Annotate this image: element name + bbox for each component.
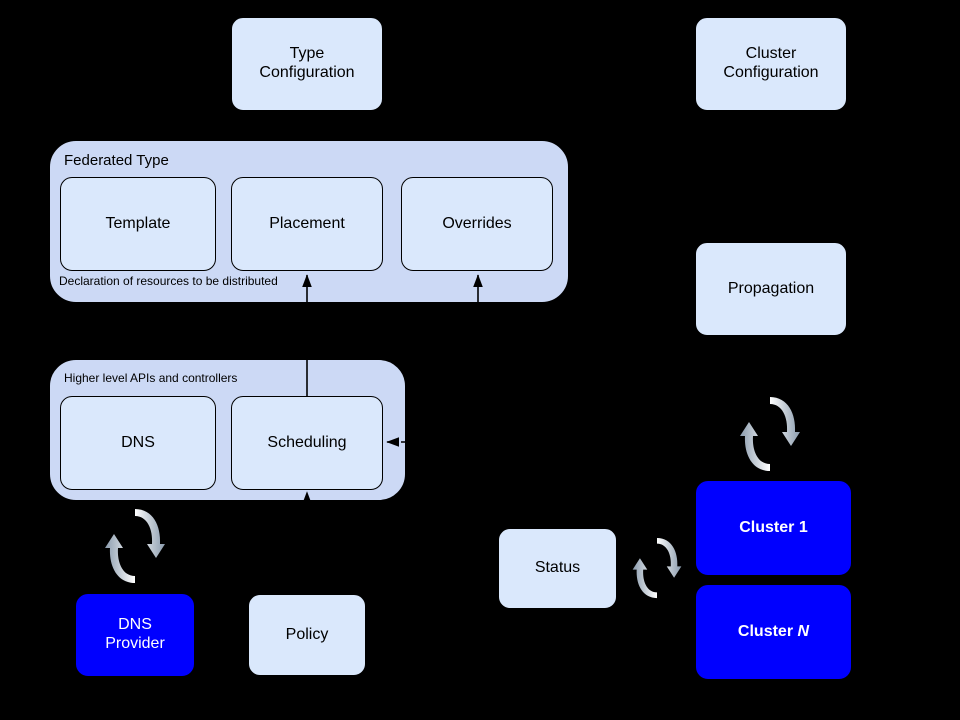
node-cluster-configuration-text: Cluster Configuration bbox=[723, 45, 818, 83]
dns-provider-line1: DNS bbox=[118, 616, 152, 634]
dns-provider-line2: Provider bbox=[105, 635, 165, 652]
node-cluster-n-text: Cluster N bbox=[738, 623, 809, 642]
node-dns-label: DNS bbox=[121, 433, 155, 451]
node-template[interactable]: Template bbox=[60, 177, 216, 271]
node-dns[interactable]: DNS bbox=[60, 396, 216, 490]
node-cluster-1[interactable]: Cluster 1 bbox=[696, 481, 851, 575]
cluster-1-prefix: Cluster bbox=[739, 518, 799, 536]
node-dns-provider-text: DNS Provider bbox=[105, 616, 165, 654]
node-template-label: Template bbox=[105, 214, 171, 232]
type-config-line2: Configuration bbox=[259, 64, 355, 81]
federated-type-title: Federated Type bbox=[64, 152, 169, 169]
node-status-label: Status bbox=[534, 559, 581, 577]
federated-type-caption: Declaration of resources to be distribut… bbox=[59, 274, 278, 288]
type-config-line1: Type bbox=[289, 45, 325, 63]
sync-arrows-icon-cluster bbox=[740, 397, 800, 471]
node-type-configuration-text: Type Configuration bbox=[259, 45, 354, 83]
node-type-configuration[interactable]: Type Configuration bbox=[231, 17, 383, 111]
node-overrides[interactable]: Overrides bbox=[401, 177, 553, 271]
node-scheduling-label: Scheduling bbox=[267, 433, 347, 451]
cluster-config-line1: Cluster bbox=[745, 45, 797, 63]
node-status[interactable]: Status bbox=[498, 528, 617, 609]
node-propagation[interactable]: Propagation bbox=[695, 242, 847, 336]
cluster-config-line2: Configuration bbox=[723, 64, 819, 81]
cluster-1-suffix: 1 bbox=[798, 518, 808, 536]
node-scheduling[interactable]: Scheduling bbox=[231, 396, 383, 490]
node-policy-label: Policy bbox=[285, 625, 329, 643]
node-overrides-label: Overrides bbox=[442, 214, 512, 232]
node-policy[interactable]: Policy bbox=[248, 594, 366, 676]
cluster-n-suffix: N bbox=[797, 622, 810, 640]
node-cluster-1-text: Cluster 1 bbox=[739, 519, 807, 538]
node-propagation-label: Propagation bbox=[727, 279, 815, 297]
node-cluster-configuration[interactable]: Cluster Configuration bbox=[695, 17, 847, 111]
node-cluster-n[interactable]: Cluster N bbox=[696, 585, 851, 679]
higher-level-title: Higher level APIs and controllers bbox=[64, 371, 238, 385]
node-dns-provider[interactable]: DNS Provider bbox=[76, 594, 194, 676]
sync-arrows-icon-dns bbox=[105, 509, 165, 583]
cluster-n-prefix: Cluster bbox=[737, 622, 798, 640]
node-placement[interactable]: Placement bbox=[231, 177, 383, 271]
sync-arrows-icon-status bbox=[632, 537, 682, 599]
node-placement-label: Placement bbox=[269, 214, 345, 232]
